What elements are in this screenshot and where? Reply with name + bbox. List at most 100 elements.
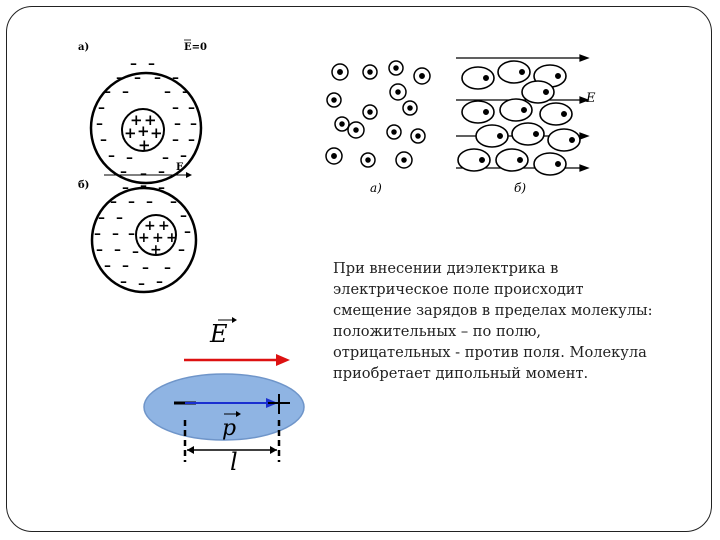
svg-text:–: –: [170, 194, 177, 210]
positive-charges: ++ +++ +: [138, 218, 178, 258]
svg-text:+: +: [166, 230, 178, 246]
nucleus-circle: [135, 214, 177, 256]
svg-text:–: –: [100, 132, 107, 148]
polarized-molecules: [457, 60, 581, 176]
svg-text:–: –: [164, 84, 171, 100]
svg-text:–: –: [148, 56, 155, 72]
field-vector-label: E: [209, 320, 228, 348]
svg-text:–: –: [126, 150, 133, 166]
description-line: При внесении диэлектрика в: [333, 260, 559, 277]
svg-text:–: –: [96, 116, 103, 132]
length-arrow-right: [270, 446, 277, 454]
svg-text:+: +: [144, 111, 157, 129]
moment-vector-bar-head: [236, 411, 241, 417]
length-label: l: [230, 448, 238, 470]
svg-text:+: +: [144, 218, 156, 234]
svg-text:–: –: [138, 276, 145, 292]
label-a: а): [78, 42, 89, 53]
svg-text:–: –: [112, 226, 119, 242]
description-line: отрицательных - против поля. Молекула: [333, 344, 647, 361]
svg-text:+: +: [124, 124, 137, 142]
label-b: б): [514, 181, 526, 195]
label-a: а): [370, 181, 382, 195]
electron-cloud-circle: [89, 71, 203, 185]
svg-text:–: –: [122, 180, 129, 196]
description-text: При внесении диэлектрика в электрическое…: [333, 258, 693, 384]
label-field-e: E: [585, 91, 596, 106]
svg-text:–: –: [104, 84, 111, 100]
svg-text:–: –: [98, 210, 105, 226]
svg-text:+: +: [138, 136, 151, 154]
svg-text:–: –: [162, 150, 169, 166]
svg-text:–: –: [128, 226, 135, 242]
label-b: б): [78, 180, 89, 191]
svg-text:–: –: [104, 258, 111, 274]
svg-text:+: +: [138, 230, 150, 246]
dipole-moment-figure: E p l: [143, 317, 305, 470]
svg-text:–: –: [96, 242, 103, 258]
svg-text:–: –: [188, 132, 195, 148]
negative-charges: –– –––– –––– ––– ––– ––– –––– –––: [96, 56, 197, 182]
molecule-polarization-figure: а) E б): [325, 54, 596, 195]
length-arrow-left: [187, 446, 194, 454]
svg-text:+: +: [158, 218, 170, 234]
svg-text:–: –: [130, 56, 137, 72]
svg-text:–: –: [158, 164, 165, 180]
svg-text:–: –: [140, 166, 147, 182]
label-field-zero: E=0: [184, 42, 207, 53]
description-line: смещение зарядов в пределах молекулы:: [333, 302, 653, 319]
svg-text:–: –: [94, 226, 101, 242]
field-vector-bar-head: [232, 317, 237, 323]
positive-charges: ++ +++ +: [124, 111, 163, 154]
svg-text:–: –: [172, 70, 179, 86]
svg-text:–: –: [156, 274, 163, 290]
atom-no-field: –– –––– –––– ––– ––– ––– –––– ––– ++ +++…: [89, 56, 203, 185]
atom-polarization-figure: а) E=0 –– –––– –––– ––– ––– ––– –––– –––…: [78, 39, 207, 294]
svg-text:–: –: [164, 260, 171, 276]
svg-text:–: –: [184, 224, 191, 240]
electron-cloud-circle: [90, 186, 198, 294]
svg-text:–: –: [182, 84, 189, 100]
svg-text:–: –: [140, 178, 147, 194]
svg-text:–: –: [188, 100, 195, 116]
svg-text:–: –: [122, 258, 129, 274]
svg-text:–: –: [146, 194, 153, 210]
svg-text:–: –: [114, 242, 121, 258]
non-polarized-molecules: [325, 60, 431, 169]
svg-text:–: –: [116, 70, 123, 86]
atom-in-field: ––– –––– ––– –––– –––– –––– ––– ++ +++ +: [90, 178, 198, 294]
svg-text:–: –: [120, 164, 127, 180]
dipole-moment-label: p: [222, 416, 236, 441]
svg-text:–: –: [142, 260, 149, 276]
svg-text:–: –: [172, 100, 179, 116]
svg-text:+: +: [152, 230, 164, 246]
svg-text:–: –: [174, 116, 181, 132]
svg-text:–: –: [132, 244, 139, 260]
label-field-e: E: [176, 162, 184, 173]
slide-frame: [6, 6, 712, 532]
svg-text:–: –: [128, 194, 135, 210]
svg-text:–: –: [178, 242, 185, 258]
svg-text:+: +: [130, 111, 143, 129]
nucleus-circle: [121, 108, 165, 152]
svg-text:–: –: [110, 194, 117, 210]
svg-text:+: +: [150, 242, 162, 258]
svg-text:–: –: [180, 148, 187, 164]
description-line: электрическое поле происходит: [333, 281, 584, 298]
svg-text:–: –: [120, 274, 127, 290]
svg-text:–: –: [154, 70, 161, 86]
svg-text:–: –: [158, 180, 165, 196]
svg-text:–: –: [190, 116, 197, 132]
field-arrow-head: [276, 354, 290, 366]
description-line: приобретает дипольный момент.: [333, 365, 589, 382]
svg-text:–: –: [122, 84, 129, 100]
svg-text:–: –: [172, 132, 179, 148]
svg-text:–: –: [98, 100, 105, 116]
svg-text:+: +: [150, 124, 163, 142]
field-arrow-head: [186, 172, 192, 178]
negative-charges: ––– –––– ––– –––– –––– –––– –––: [94, 178, 191, 292]
description-line: положительных – по полю,: [333, 323, 542, 340]
svg-text:–: –: [108, 148, 115, 164]
svg-text:–: –: [134, 70, 141, 86]
svg-text:–: –: [116, 210, 123, 226]
